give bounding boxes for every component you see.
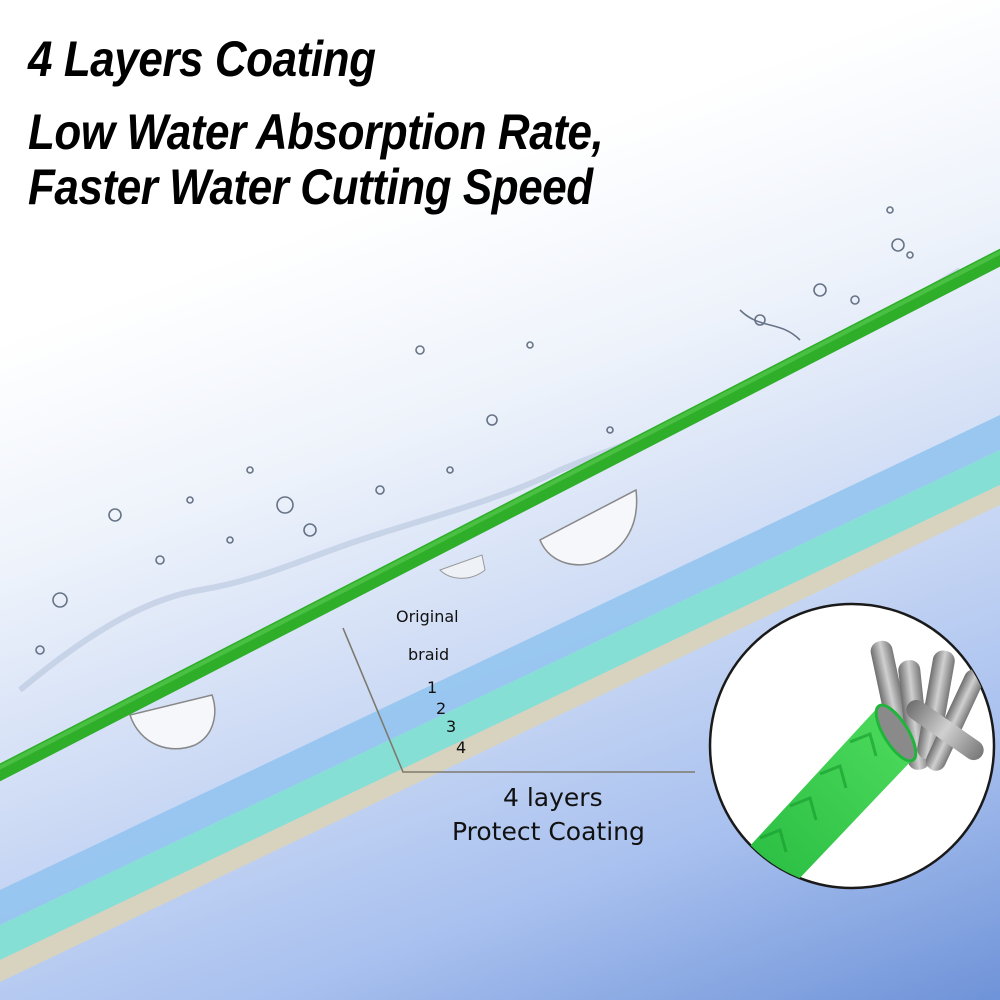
layer-3-band xyxy=(0,485,1000,982)
headline-line-2: Low Water Absorption Rate, xyxy=(28,104,604,160)
headline-line-3: Faster Water Cutting Speed xyxy=(28,159,593,215)
core-label-braid: braid xyxy=(408,645,450,664)
leader-line xyxy=(342,627,695,773)
layer-number-4: 4 xyxy=(456,738,467,757)
layer-number-3: 3 xyxy=(446,717,457,736)
layer-number-1: 1 xyxy=(427,678,438,697)
coating-layers xyxy=(0,415,1000,982)
fishing-line xyxy=(0,248,1000,782)
water-droplets xyxy=(129,488,638,750)
layer-1-band xyxy=(0,415,1000,925)
layer-number-2: 2 xyxy=(436,699,447,718)
caption-protect-coating: Protect Coating xyxy=(452,817,645,846)
layer-2-band xyxy=(0,450,1000,960)
core-label-original: Original xyxy=(396,607,459,626)
caption-layers: 4 layers xyxy=(503,783,603,812)
headline-line-1: 4 Layers Coating xyxy=(28,31,376,87)
magnified-braid-circle xyxy=(708,602,996,890)
